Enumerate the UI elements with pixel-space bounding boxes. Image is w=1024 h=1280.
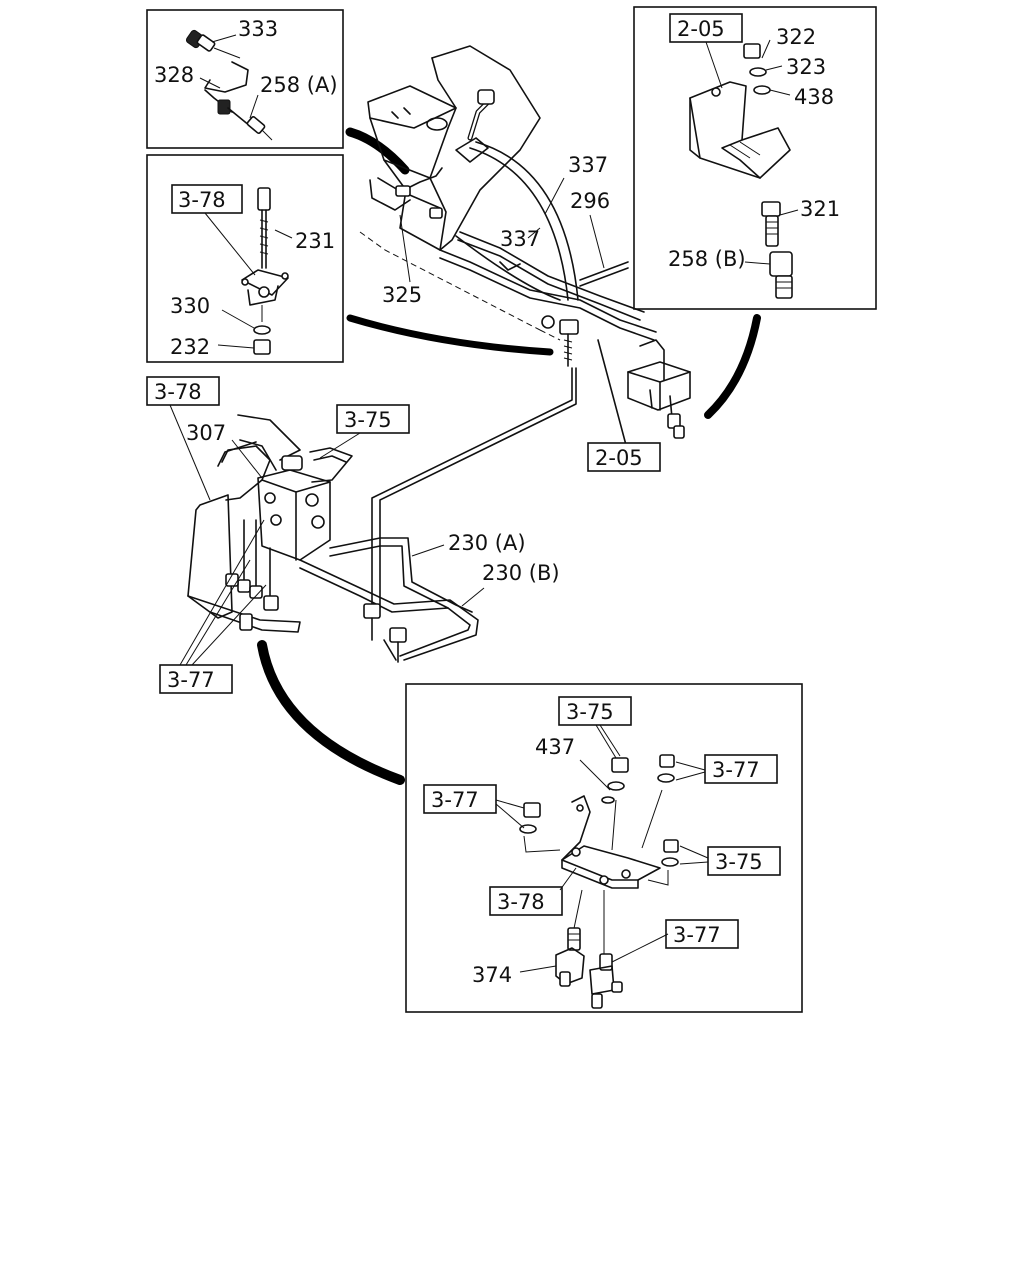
ref-box-3-78-main bbox=[146, 376, 220, 406]
label-337-mid: 337 bbox=[500, 227, 540, 251]
label-258a: 258 (A) bbox=[260, 73, 338, 97]
ref-box-2-05-main bbox=[587, 442, 661, 472]
label-337-top: 337 bbox=[568, 153, 608, 177]
callout-arc-top bbox=[345, 127, 410, 175]
ref-box-3-77-main bbox=[159, 664, 233, 694]
ref-3-75-main: 3-75 bbox=[344, 408, 392, 432]
label-231: 231 bbox=[295, 229, 335, 253]
ref-box-3-75-b bbox=[707, 846, 781, 876]
ref-3-78-b: 3-78 bbox=[497, 890, 545, 914]
label-437: 437 bbox=[535, 735, 575, 759]
ref-3-77-b: 3-77 bbox=[431, 788, 479, 812]
ref-3-75-a: 3-75 bbox=[566, 700, 614, 724]
label-323: 323 bbox=[786, 55, 826, 79]
inset-sensor-bracket: 333 328 258 (A) bbox=[146, 9, 344, 149]
ref-3-78-main: 3-78 bbox=[154, 380, 202, 404]
main-assembly-lower: 3-78 3-75 bbox=[146, 376, 560, 694]
label-438: 438 bbox=[794, 85, 834, 109]
label-307: 307 bbox=[186, 421, 226, 445]
label-296: 296 bbox=[570, 189, 610, 213]
ref-box-3-75-a bbox=[558, 696, 632, 726]
label-374: 374 bbox=[472, 963, 512, 987]
label-230b: 230 (B) bbox=[482, 561, 560, 585]
label-258b: 258 (B) bbox=[668, 247, 746, 271]
ref-box-3-77-b bbox=[423, 784, 497, 814]
main-assembly-upper: 2-05 337 296 337 325 bbox=[359, 45, 691, 609]
ref-2-05-inset: 2-05 bbox=[677, 17, 725, 41]
label-328: 328 bbox=[154, 63, 194, 87]
ref-3-77-c: 3-77 bbox=[673, 923, 721, 947]
label-325: 325 bbox=[382, 283, 422, 307]
ref-box-3-78-inset bbox=[171, 184, 243, 214]
label-322: 322 bbox=[776, 25, 816, 49]
callout-arc-bottom bbox=[257, 640, 405, 785]
ref-3-75-b: 3-75 bbox=[715, 850, 763, 874]
callout-arc-right bbox=[704, 314, 761, 419]
ref-3-78-inset: 3-78 bbox=[178, 188, 226, 212]
ref-box-2-05-inset bbox=[669, 13, 743, 43]
label-232: 232 bbox=[170, 335, 210, 359]
label-330: 330 bbox=[170, 294, 210, 318]
ref-3-77-main: 3-77 bbox=[167, 668, 215, 692]
label-230a: 230 (A) bbox=[448, 531, 526, 555]
ref-box-3-75-main bbox=[336, 404, 410, 434]
ref-box-3-77-c bbox=[665, 919, 739, 949]
inset-fitting-bracket: 2-05 322 323 438 321 258 (B) bbox=[633, 6, 877, 310]
inset-bracket-exploded: 3-75 3-77 3-77 3-75 3-78 3-77 bbox=[405, 683, 803, 1013]
ref-box-3-77-a bbox=[704, 754, 778, 784]
inset-stud-assembly: 3-78 231 330 232 bbox=[146, 154, 344, 363]
ref-3-77-a: 3-77 bbox=[712, 758, 760, 782]
label-333: 333 bbox=[238, 17, 278, 41]
ref-2-05-main: 2-05 bbox=[595, 446, 643, 470]
label-321: 321 bbox=[800, 197, 840, 221]
ref-box-3-78-b bbox=[489, 886, 563, 916]
callout-arc-left-mid bbox=[346, 314, 554, 356]
